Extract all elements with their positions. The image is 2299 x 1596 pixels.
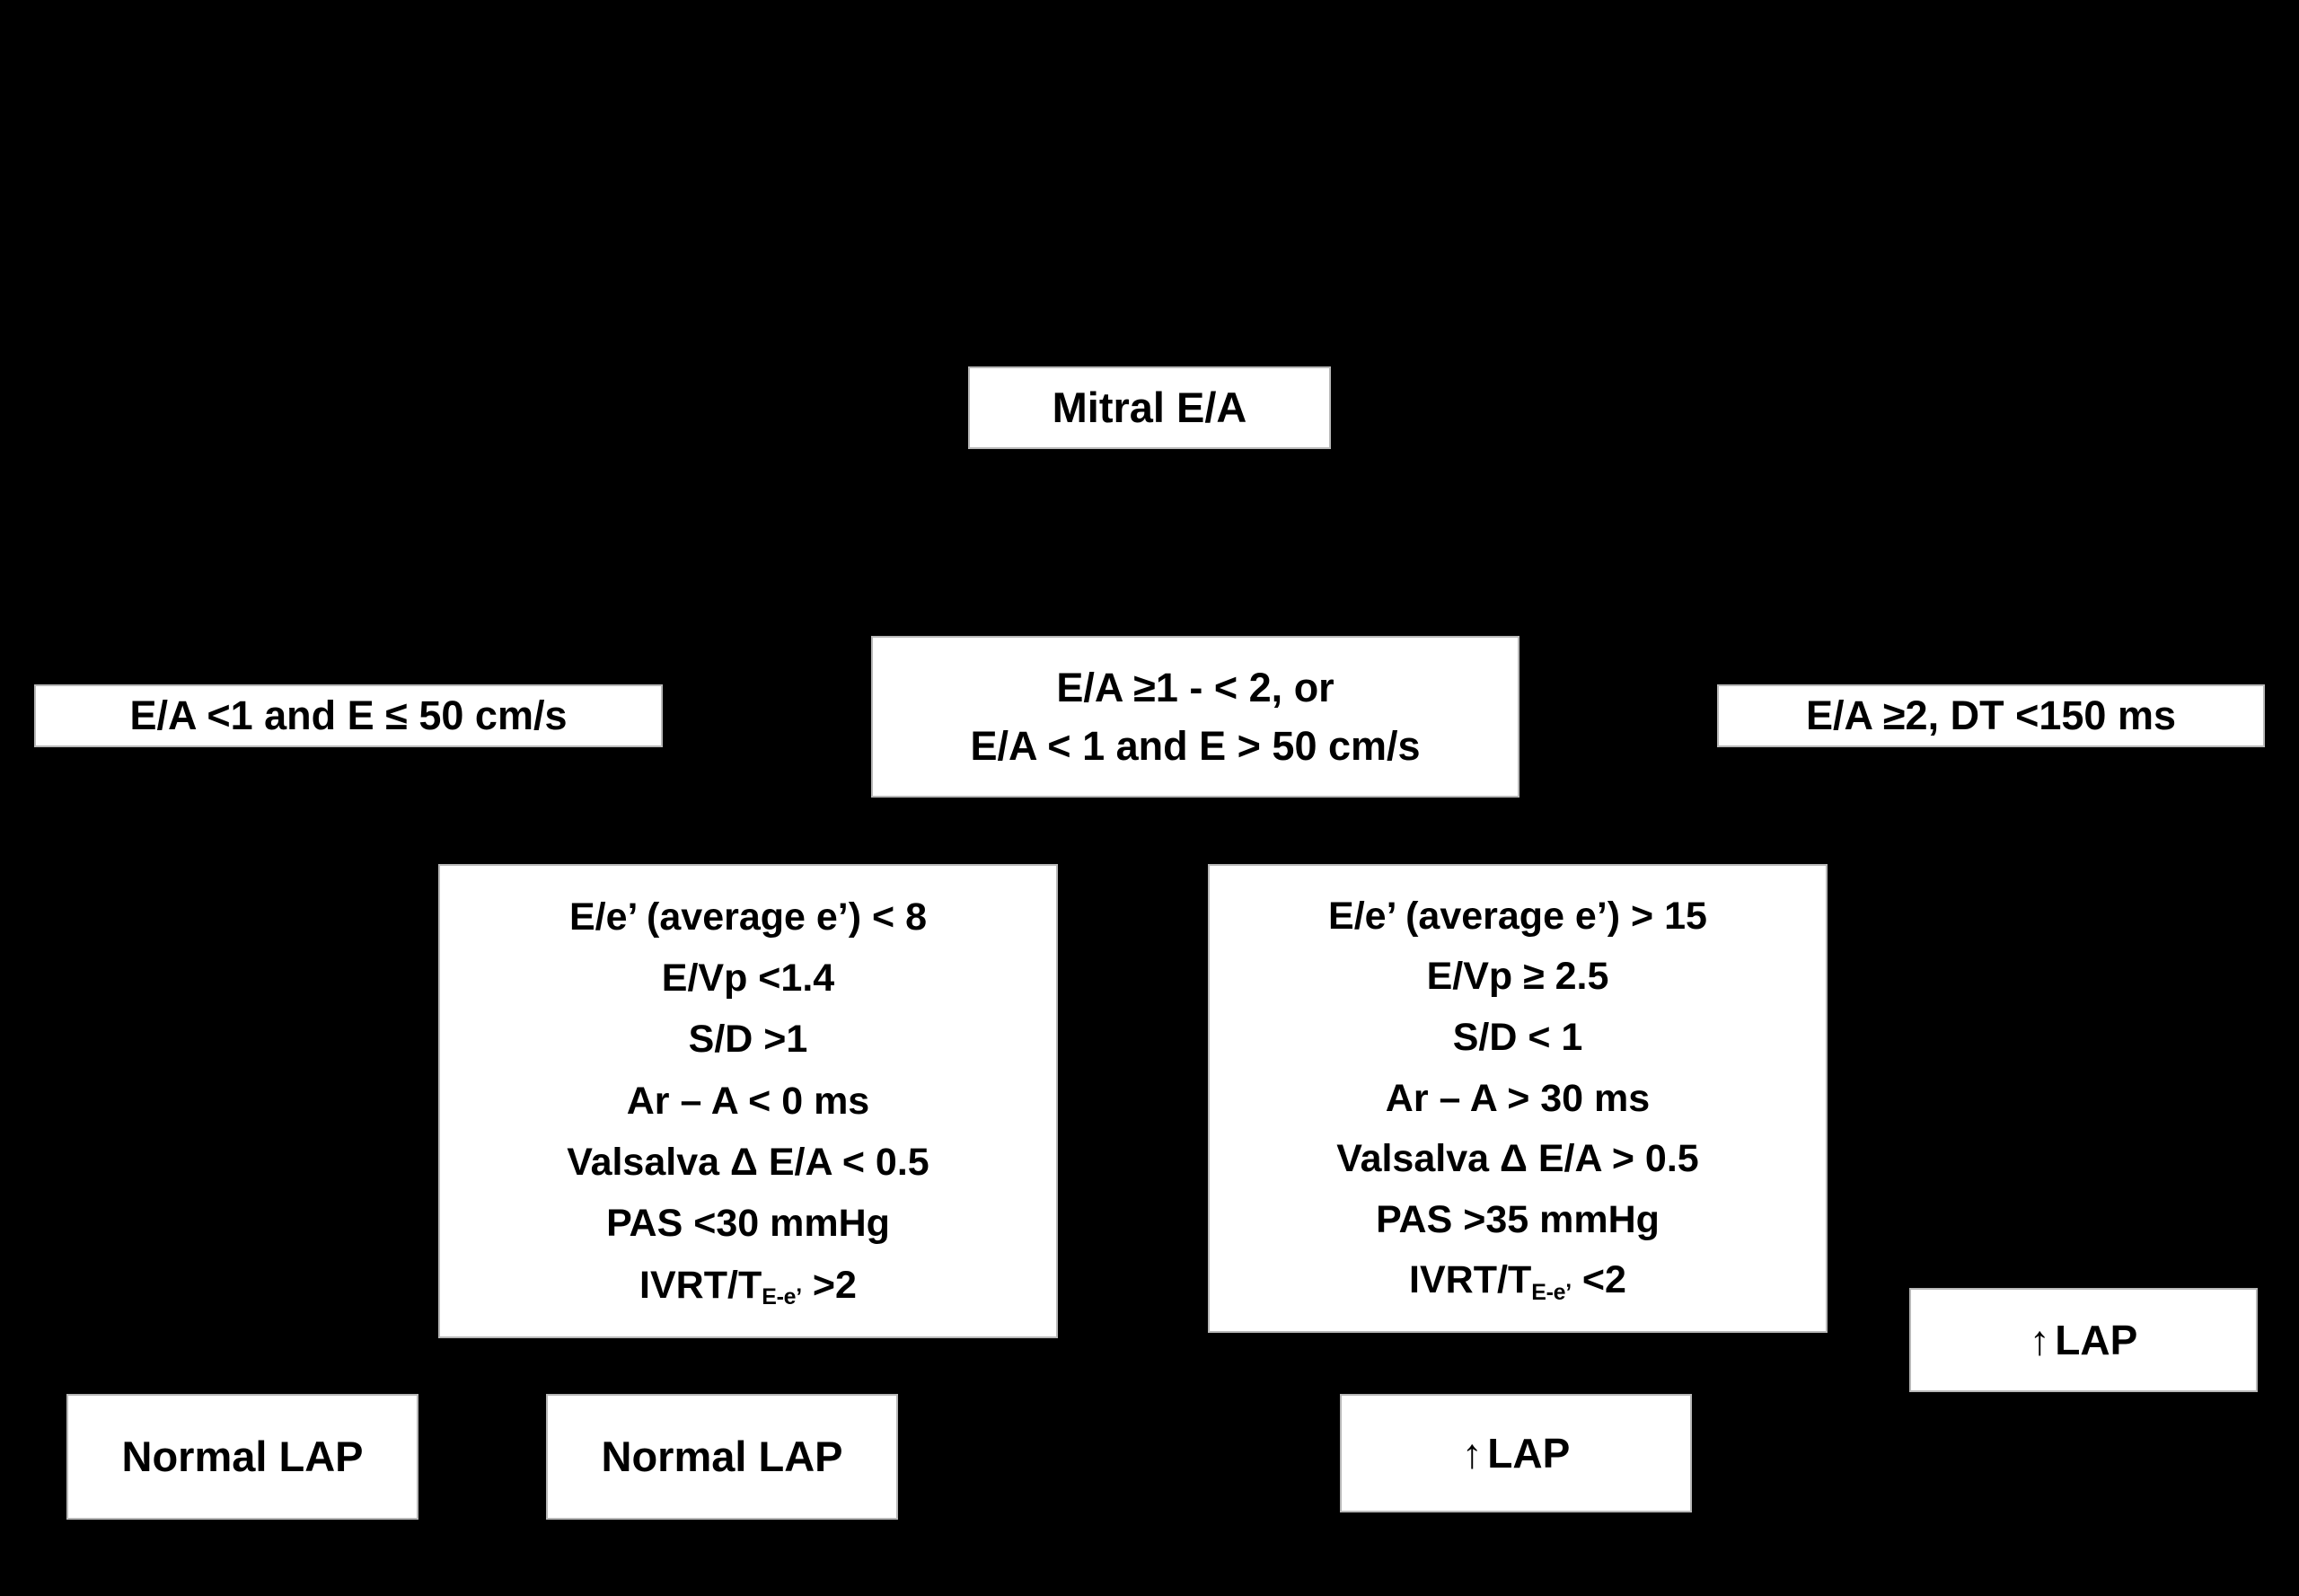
- criteria-elevated-line-5: Valsalva Δ E/A > 0.5: [1336, 1137, 1699, 1181]
- node-outcome-elevated-lap-center: ↑LAP: [1340, 1394, 1692, 1512]
- outcome-normal-lap-center-label: Normal LAP: [601, 1433, 843, 1481]
- node-condition-indeterminate: E/A ≥1 - < 2, or E/A < 1 and E > 50 cm/s: [871, 636, 1519, 798]
- criteria-normal-line-5: Valsalva Δ E/A < 0.5: [567, 1140, 929, 1184]
- node-criteria-normal-lap: E/e’ (average e’) < 8 E/Vp <1.4 S/D >1 A…: [438, 864, 1058, 1338]
- criteria-elevated-line-7: IVRT/TE-e’ <2: [1409, 1257, 1626, 1305]
- criteria-elevated-line-1: E/e’ (average e’) > 15: [1328, 894, 1707, 938]
- arrow-up-icon: ↑: [2029, 1316, 2050, 1363]
- criteria-normal-line-2: E/Vp <1.4: [661, 956, 835, 1000]
- arrow-up-icon: ↑: [1461, 1429, 1483, 1477]
- criteria-elevated-line-7-prefix: IVRT/T: [1409, 1258, 1532, 1302]
- condition-left-label: E/A <1 and E ≤ 50 cm/s: [129, 692, 568, 739]
- criteria-elevated-line-7-subscript: E-e’: [1531, 1279, 1572, 1305]
- node-mitral-ea: Mitral E/A: [968, 366, 1331, 449]
- criteria-normal-line-7-prefix: IVRT/T: [639, 1263, 762, 1307]
- outcome-elevated-lap-center-label: LAP: [1487, 1429, 1571, 1477]
- node-outcome-elevated-lap-right: ↑LAP: [1909, 1288, 2258, 1392]
- node-criteria-elevated-lap: E/e’ (average e’) > 15 E/Vp ≥ 2.5 S/D < …: [1208, 864, 1828, 1333]
- condition-center-line-1: E/A ≥1 - < 2, or: [1056, 664, 1334, 710]
- criteria-normal-line-7: IVRT/TE-e’ >2: [639, 1263, 857, 1309]
- criteria-normal-line-6: PAS <30 mmHg: [606, 1202, 890, 1246]
- criteria-elevated-line-3: S/D < 1: [1452, 1016, 1583, 1059]
- criteria-elevated-line-2: E/Vp ≥ 2.5: [1426, 955, 1609, 999]
- criteria-normal-line-3: S/D >1: [688, 1018, 808, 1062]
- node-mitral-ea-label: Mitral E/A: [1052, 384, 1247, 432]
- criteria-elevated-line-6: PAS >35 mmHg: [1376, 1197, 1660, 1241]
- node-outcome-normal-lap-left: Normal LAP: [66, 1394, 418, 1520]
- criteria-elevated-line-4: Ar – A > 30 ms: [1385, 1076, 1651, 1120]
- outcome-elevated-lap-right-text: ↑LAP: [2030, 1316, 2138, 1364]
- condition-center-line-2: E/A < 1 and E > 50 cm/s: [970, 723, 1421, 769]
- outcome-elevated-lap-center-text: ↑LAP: [1462, 1429, 1571, 1477]
- outcome-elevated-lap-right-label: LAP: [2055, 1316, 2138, 1363]
- criteria-elevated-line-7-suffix: <2: [1571, 1258, 1626, 1302]
- node-outcome-normal-lap-center: Normal LAP: [546, 1394, 898, 1520]
- criteria-normal-line-4: Ar – A < 0 ms: [626, 1079, 870, 1123]
- condition-right-label: E/A ≥2, DT <150 ms: [1806, 692, 2176, 739]
- criteria-normal-line-1: E/e’ (average e’) < 8: [568, 895, 927, 939]
- node-condition-restrictive: E/A ≥2, DT <150 ms: [1717, 684, 2265, 747]
- outcome-normal-lap-left-label: Normal LAP: [121, 1433, 364, 1481]
- criteria-normal-line-7-suffix: >2: [801, 1263, 857, 1307]
- criteria-normal-line-7-subscript: E-e’: [762, 1284, 802, 1310]
- node-condition-impaired-relaxation: E/A <1 and E ≤ 50 cm/s: [34, 684, 663, 747]
